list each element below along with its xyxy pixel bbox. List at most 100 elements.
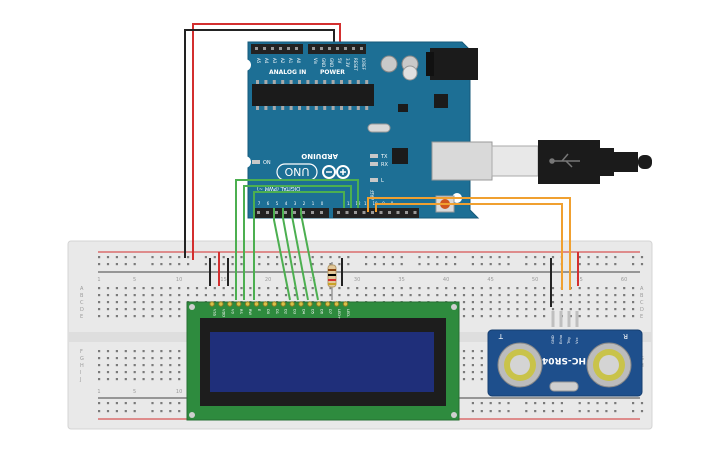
rail-hole[interactable] <box>187 256 190 259</box>
rail-hole[interactable] <box>551 256 555 259</box>
breadboard-hole[interactable] <box>427 287 430 290</box>
rail-hole[interactable] <box>543 402 546 405</box>
breadboard-hole[interactable] <box>543 287 546 290</box>
breadboard-hole[interactable] <box>115 294 118 297</box>
usb-plug[interactable] <box>538 140 600 184</box>
breadboard-hole[interactable] <box>115 378 118 381</box>
rail-hole[interactable] <box>276 263 279 266</box>
breadboard-hole[interactable] <box>115 287 118 290</box>
power-pin[interactable] <box>352 47 355 50</box>
rail-hole[interactable] <box>614 263 617 266</box>
power-pin[interactable] <box>360 47 363 50</box>
breadboard-hole[interactable] <box>623 315 626 318</box>
breadboard-hole[interactable] <box>578 294 581 297</box>
breadboard-hole[interactable] <box>516 287 519 290</box>
rail-hole[interactable] <box>480 402 483 405</box>
breadboard-hole[interactable] <box>160 287 163 290</box>
breadboard-hole[interactable] <box>98 350 101 353</box>
breadboard-hole[interactable] <box>498 301 501 304</box>
lcd-pin[interactable] <box>253 301 260 307</box>
breadboard-hole[interactable] <box>169 364 172 367</box>
breadboard-hole[interactable] <box>623 294 626 297</box>
rail-hole[interactable] <box>596 263 599 266</box>
rail-hole[interactable] <box>640 402 644 405</box>
rail-hole[interactable] <box>525 410 528 413</box>
rail-hole[interactable] <box>347 256 350 259</box>
breadboard-hole[interactable] <box>462 294 466 297</box>
breadboard-hole[interactable] <box>169 294 172 297</box>
breadboard-hole[interactable] <box>115 350 118 353</box>
rail-hole[interactable] <box>276 256 279 259</box>
breadboard-hole[interactable] <box>525 301 528 304</box>
breadboard-hole[interactable] <box>418 287 421 290</box>
breadboard-hole[interactable] <box>471 301 474 304</box>
breadboard-hole[interactable] <box>632 308 635 311</box>
breadboard-hole[interactable] <box>543 301 546 304</box>
breadboard-hole[interactable] <box>534 308 537 311</box>
rail-hole[interactable] <box>436 256 439 259</box>
breadboard-hole[interactable] <box>614 294 617 297</box>
breadboard-hole[interactable] <box>551 308 555 311</box>
breadboard-hole[interactable] <box>151 350 154 353</box>
breadboard-hole[interactable] <box>106 378 110 381</box>
breadboard-hole[interactable] <box>489 287 492 290</box>
breadboard-hole[interactable] <box>382 287 385 290</box>
rail-hole[interactable] <box>160 263 163 266</box>
digital-pin[interactable] <box>405 211 408 214</box>
breadboard-hole[interactable] <box>471 308 474 311</box>
rail-hole[interactable] <box>169 402 172 405</box>
breadboard-hole[interactable] <box>124 364 127 367</box>
lcd-pin[interactable] <box>307 301 313 307</box>
breadboard-hole[interactable] <box>534 315 537 318</box>
breadboard-hole[interactable] <box>115 315 118 318</box>
power-pin[interactable] <box>336 47 339 50</box>
breadboard-hole[interactable] <box>195 294 199 297</box>
rail-hole[interactable] <box>551 410 555 413</box>
breadboard-hole[interactable] <box>480 294 483 297</box>
breadboard-hole[interactable] <box>231 287 234 290</box>
breadboard-hole[interactable] <box>560 308 563 311</box>
lcd-pin[interactable] <box>289 301 295 307</box>
rail-hole[interactable] <box>605 256 608 259</box>
breadboard-hole[interactable] <box>445 287 448 290</box>
breadboard-hole[interactable] <box>551 287 555 290</box>
breadboard-hole[interactable] <box>471 371 474 374</box>
breadboard-hole[interactable] <box>543 294 546 297</box>
breadboard-hole[interactable] <box>160 378 163 381</box>
analog-pin[interactable] <box>255 47 258 50</box>
rail-hole[interactable] <box>480 410 483 413</box>
rail-hole[interactable] <box>133 402 136 405</box>
breadboard-hole[interactable] <box>195 287 199 290</box>
rail-hole[interactable] <box>178 402 181 405</box>
breadboard-hole[interactable] <box>569 301 572 304</box>
breadboard-hole[interactable] <box>169 287 172 290</box>
digital-pin[interactable] <box>311 211 314 214</box>
digital-header-high[interactable] <box>333 208 419 218</box>
breadboard-hole[interactable] <box>142 287 145 290</box>
breadboard-hole[interactable] <box>142 301 145 304</box>
breadboard-hole[interactable] <box>587 301 590 304</box>
breadboard-hole[interactable] <box>462 308 466 311</box>
rail-hole[interactable] <box>106 256 110 259</box>
rail-hole[interactable] <box>106 263 110 266</box>
rail-hole[interactable] <box>204 256 207 259</box>
breadboard-hole[interactable] <box>605 301 608 304</box>
rail-hole[interactable] <box>222 256 225 259</box>
rail-hole[interactable] <box>213 263 216 266</box>
analog-pin[interactable] <box>295 47 298 50</box>
rail-hole[interactable] <box>258 263 261 266</box>
lcd-pin[interactable] <box>342 301 349 307</box>
rail-hole[interactable] <box>418 263 421 266</box>
digital-pin[interactable] <box>345 211 349 214</box>
breadboard-hole[interactable] <box>329 287 332 290</box>
rail-hole[interactable] <box>578 410 581 413</box>
rail-hole[interactable] <box>124 256 127 259</box>
breadboard-hole[interactable] <box>498 287 501 290</box>
breadboard-hole[interactable] <box>98 294 101 297</box>
breadboard-hole[interactable] <box>115 301 118 304</box>
rail-hole[interactable] <box>338 256 341 259</box>
analog-pin[interactable] <box>263 47 266 50</box>
rail-hole[interactable] <box>151 263 154 266</box>
breadboard-hole[interactable] <box>142 371 145 374</box>
breadboard-hole[interactable] <box>133 301 136 304</box>
